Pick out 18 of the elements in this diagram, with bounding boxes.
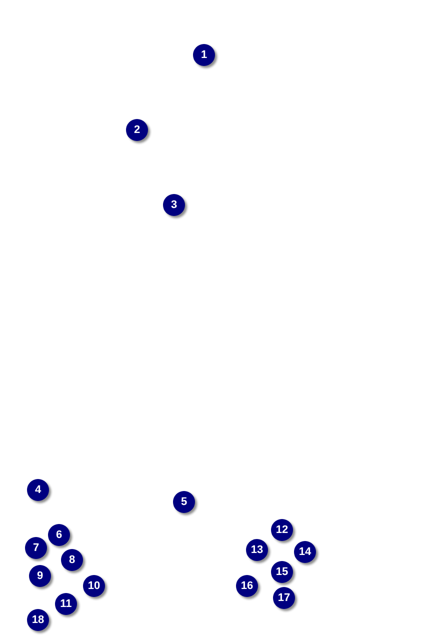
callout-number: 16 — [236, 575, 258, 597]
callout-number: 12 — [271, 519, 293, 541]
callout-number: 10 — [83, 575, 105, 597]
callout-number: 3 — [163, 194, 185, 216]
callout-number: 8 — [61, 549, 83, 571]
callout-number: 6 — [48, 524, 70, 546]
callout-number: 14 — [294, 541, 316, 563]
callout-number: 9 — [29, 565, 51, 587]
callout-number: 18 — [27, 609, 49, 631]
callout-number: 4 — [27, 479, 49, 501]
callout-number: 15 — [271, 561, 293, 583]
callout-number: 13 — [246, 539, 268, 561]
callout-number: 11 — [55, 593, 77, 615]
callout-number: 7 — [25, 537, 47, 559]
callout-number: 1 — [193, 44, 215, 66]
callout-number: 5 — [173, 491, 195, 513]
callout-number: 17 — [273, 587, 295, 609]
callout-number: 2 — [126, 119, 148, 141]
